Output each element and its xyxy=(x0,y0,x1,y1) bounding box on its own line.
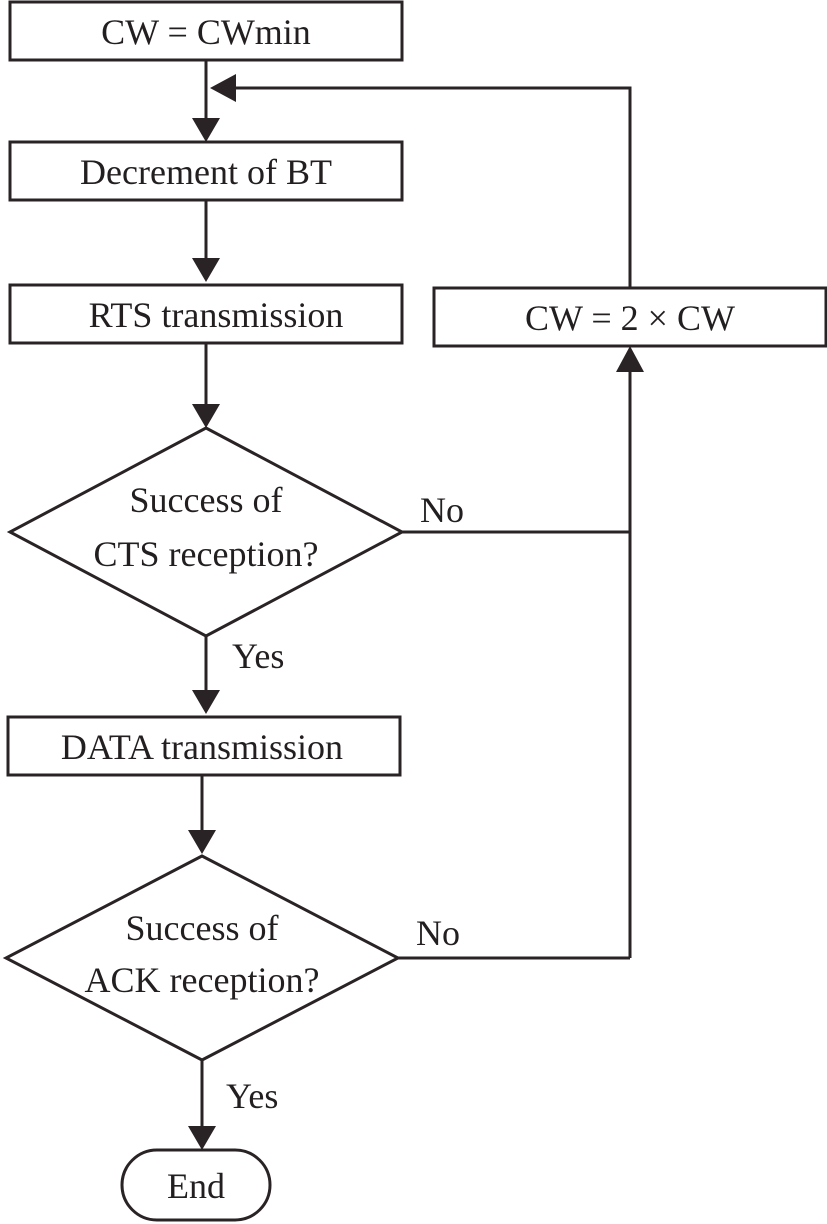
arrow-feedback xyxy=(210,74,236,102)
rts-label: RTS transmission xyxy=(89,295,344,335)
end-label: End xyxy=(167,1166,225,1206)
double-cw-label: CW = 2 × CW xyxy=(525,298,735,338)
cts-no-label: No xyxy=(420,490,464,530)
arrow-into-rts xyxy=(192,258,220,282)
cts-yes-label: Yes xyxy=(232,636,284,676)
cts-decision-diamond: Success of CTS reception? xyxy=(6,426,406,638)
double-cw-box: CW = 2 × CW xyxy=(432,286,827,348)
ack-decision-line2: ACK reception? xyxy=(85,960,320,1000)
rts-box: RTS transmission xyxy=(8,283,404,345)
connector-feedback-loop xyxy=(236,86,632,288)
init-box: CW = CWmin xyxy=(8,0,404,62)
arrow-into-decrement xyxy=(192,118,220,142)
arrow-into-double-cw xyxy=(616,346,644,372)
cts-decision-line2: CTS reception? xyxy=(94,534,319,574)
ack-decision-diamond: Success of ACK reception? xyxy=(2,854,402,1062)
ack-no-label: No xyxy=(416,913,460,953)
arrow-into-cts-decision xyxy=(192,404,220,428)
end-terminal: End xyxy=(120,1148,272,1222)
arrow-into-data xyxy=(192,690,220,714)
decrement-label: Decrement of BT xyxy=(80,152,332,192)
arrow-into-ack-decision xyxy=(188,830,216,854)
init-label: CW = CWmin xyxy=(101,12,311,52)
arrow-into-end xyxy=(188,1126,216,1150)
ack-decision-line1: Success of xyxy=(126,908,279,948)
ack-yes-label: Yes xyxy=(226,1076,278,1116)
decrement-box: Decrement of BT xyxy=(8,140,404,202)
data-box: DATA transmission xyxy=(6,715,402,777)
data-label: DATA transmission xyxy=(61,727,343,767)
cts-decision-line1: Success of xyxy=(130,480,283,520)
